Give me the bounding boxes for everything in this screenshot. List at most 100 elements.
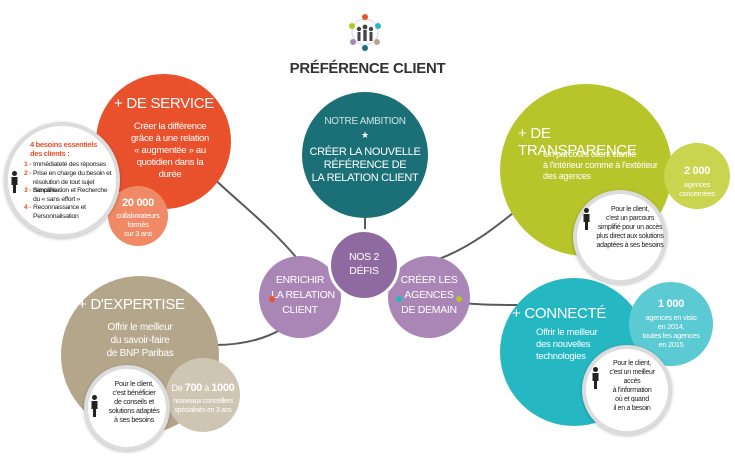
expertise-client5: à ses besoins: [113, 415, 155, 424]
transparence-text2: à l'intérieur comme à l'extérieur: [543, 160, 658, 170]
person-icon: [10, 171, 19, 198]
needs-title1: 4 besoins essentiels: [30, 140, 97, 149]
ambition-label: NOTRE AMBITION: [324, 116, 406, 127]
ambition-circle: [302, 92, 428, 218]
service-text1: Créer la différence: [133, 121, 207, 132]
defis-circle: [328, 229, 400, 301]
ambition-line2: RÉFÉRENCE DE: [323, 159, 407, 171]
needs-item-text: Simplification et Recherche: [33, 187, 108, 194]
service-stat-l3: sur 3 ans: [123, 229, 153, 238]
person-icon: [591, 367, 600, 394]
connecte-stat-l2: en 2014,: [657, 322, 685, 331]
needs-item-number: 3 -: [24, 187, 32, 194]
service-text3: « augmentée » au: [134, 145, 206, 156]
creer-line1: CRÉER LES: [400, 274, 458, 286]
needs-item-text2: Personnalisation: [33, 212, 79, 220]
transparence-stat-l2: concernées: [679, 189, 715, 198]
connecte-client4: à l'information: [612, 387, 652, 394]
connecte-client1: Pour le client,: [613, 360, 651, 367]
connecte-title: + CONNECTÉ: [512, 305, 607, 322]
connecte-client3: accès: [623, 378, 641, 385]
connecte-stat-value: 1 000: [657, 298, 685, 310]
connecte-client2: c'est un meilleur: [609, 369, 655, 376]
link-enrichir-service: [204, 169, 301, 263]
transparence-text3: des agences: [543, 171, 591, 181]
connecte-client6: il en a besoin: [613, 405, 651, 412]
star-icon: ★: [360, 130, 370, 140]
transparence-text1: Un parcours client clarifié: [543, 149, 636, 159]
defis-line2: DÉFIS: [349, 265, 379, 277]
connecte-stat-l4: en 2015: [658, 340, 684, 349]
connecte-text1: Offrir le meilleur: [536, 327, 598, 338]
ambition-line3: LA RELATION CLIENT: [311, 172, 419, 184]
expertise-client-bubble: [84, 365, 170, 451]
expertise-stat-mid: à: [204, 383, 209, 393]
transparence-title: + DE TRANSPARENCE: [518, 125, 637, 159]
expertise-stat-a: 700: [184, 382, 203, 394]
service-title: + DE SERVICE: [114, 95, 214, 112]
person-icon: [90, 395, 99, 422]
needs-item-text: Prise en charge du besoin et: [33, 170, 112, 177]
needs-item-number: 2 -: [24, 170, 32, 177]
transparence-stat-circle: [664, 143, 730, 209]
connecte-stat-l1: agences en visio: [645, 313, 697, 322]
service-text4: quotidien dans la: [136, 157, 204, 168]
needs-item-text: Reconnaissance et: [33, 204, 86, 211]
enrichir-line3: CLIENT: [282, 304, 318, 316]
person-icon: [582, 208, 591, 235]
needs-item: 1 -Immédiateté des réponses: [24, 161, 116, 170]
transparence-client3: simplifié pour un accès: [597, 224, 663, 231]
needs-item-text: Immédiateté des réponses: [33, 161, 106, 168]
expertise-stat-l2: spécialisés en 3 ans: [174, 407, 232, 414]
enrichir-dot: [269, 296, 275, 302]
expertise-text2: du savoir-faire: [110, 335, 170, 346]
needs-item-text2: du « sans effort »: [33, 195, 80, 203]
expertise-text3: de BNP Paribas: [106, 348, 174, 359]
transparence-client-bubble: [573, 190, 667, 284]
connecte-client-bubble: [582, 345, 672, 435]
connecte-text3: technologies: [536, 351, 586, 362]
service-stat-circle: [108, 186, 168, 246]
expertise-title: + D'EXPERTISE: [78, 296, 185, 313]
creer-line2: AGENCES: [404, 289, 454, 301]
transparence-stat-value: 2 000: [683, 165, 711, 177]
page-title: PRÉFÉRENCE CLIENT: [289, 60, 446, 77]
defis-line1: NOS 2: [348, 251, 379, 263]
service-text5: durée: [158, 169, 182, 180]
expertise-client1: Pour le client,: [114, 379, 154, 388]
expertise-client2: c'est bénéficier: [112, 388, 156, 397]
enrichir-line1: ENRICHIR: [275, 274, 325, 286]
creer-line3: DE DEMAIN: [401, 304, 457, 316]
expertise-stat-circle: [166, 358, 240, 432]
needs-item-number: 1 -: [24, 161, 32, 168]
needs-bubble: [4, 122, 120, 238]
transparence-client2: c'est un parcours: [606, 215, 654, 222]
enrichir-line2: LA RELATION: [271, 289, 335, 301]
creer-dot-cyan: [396, 296, 402, 302]
transparence-client4: plus direct aux solutions: [596, 233, 664, 240]
expertise-stat-prefix: De: [171, 383, 183, 393]
needs-title2: des clients :: [30, 149, 70, 158]
expertise-text1: Offrir le meilleur: [107, 322, 173, 333]
expertise-client3: de conseils et: [114, 397, 154, 406]
transparence-client5: adaptées à ses besoins: [596, 242, 664, 249]
service-text2: grâce à une relation: [131, 133, 209, 144]
ambition-line1: CRÉER LA NOUVELLE: [309, 146, 421, 158]
needs-item-text2: résolution de tout sujet bancaire: [33, 178, 95, 195]
people-logo: [345, 12, 385, 52]
expertise-stat-b: 1000: [211, 382, 235, 394]
transparence-stat-l1: agences: [683, 180, 711, 189]
needs-item-number: 4 -: [24, 204, 32, 211]
expertise-client4: solutions adaptés: [108, 406, 160, 415]
service-stat-l1: collaborateurs: [116, 211, 160, 220]
service-stat-value: 20 000: [122, 197, 154, 209]
expertise-stat-l1: nouveaux conseillers: [173, 398, 233, 405]
service-stat-l2: formés: [127, 220, 149, 229]
creer-dot-lime: [456, 296, 462, 302]
expertise-stat-line: De 700 à 1000: [166, 382, 240, 394]
connecte-text2: des nouvelles: [536, 339, 591, 350]
connecte-stat-l3: toutes les agences: [642, 331, 700, 340]
